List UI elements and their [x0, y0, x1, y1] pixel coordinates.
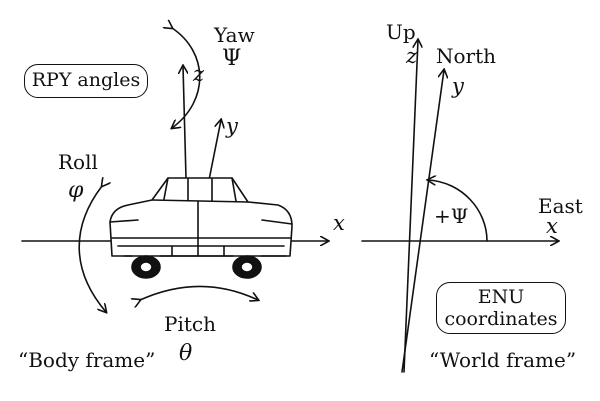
body-frame-caption: “Body frame” — [18, 348, 156, 372]
enu-coordinates-badge: ENU coordinates — [436, 282, 566, 334]
body-y-label: y — [226, 114, 238, 138]
heading-angle-arrow — [428, 180, 488, 242]
body-z-label: z — [193, 62, 205, 86]
enu-badge-line1: ENU — [477, 286, 525, 308]
world-z-label: z — [406, 44, 418, 68]
body-x-label: x — [333, 211, 345, 235]
world-y-axis — [401, 70, 444, 373]
yaw-symbol: Ψ — [222, 46, 242, 71]
pitch-symbol: θ — [179, 341, 193, 366]
heading-angle-label: +Ψ — [434, 204, 469, 228]
world-x-label: x — [546, 214, 558, 238]
world-z-axis — [403, 40, 418, 373]
roll-label: Roll — [58, 150, 98, 174]
body-z-axis — [183, 66, 186, 179]
north-label: North — [436, 44, 497, 68]
body-y-axis — [208, 120, 221, 181]
roll-symbol: φ — [68, 178, 84, 203]
pitch-label: Pitch — [164, 312, 216, 336]
enu-badge-line2: coordinates — [444, 308, 558, 330]
car-icon — [109, 177, 293, 279]
east-label: East — [538, 194, 583, 218]
yaw-arrow — [172, 28, 201, 128]
roll-arrow — [78, 186, 106, 312]
world-frame-caption: “World frame” — [429, 348, 577, 372]
world-y-label: y — [452, 74, 464, 98]
pitch-arrow — [140, 285, 258, 301]
rpy-angles-badge: RPY angles — [24, 64, 148, 98]
yaw-label: Yaw — [214, 23, 255, 47]
up-label: Up — [386, 20, 416, 44]
